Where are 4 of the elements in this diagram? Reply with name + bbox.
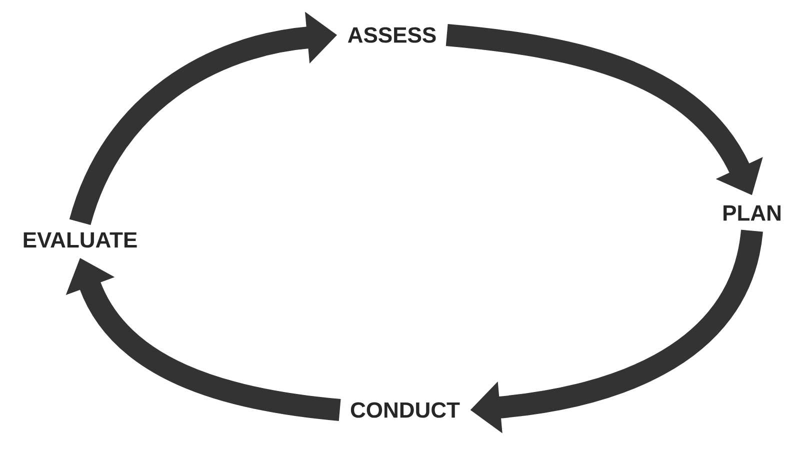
stage-label: CONDUCT (350, 402, 460, 418)
stage-label: PLAN (724, 205, 780, 221)
stage-label: ASSESS (348, 27, 436, 43)
stage-label: EVALUATE (24, 232, 137, 248)
